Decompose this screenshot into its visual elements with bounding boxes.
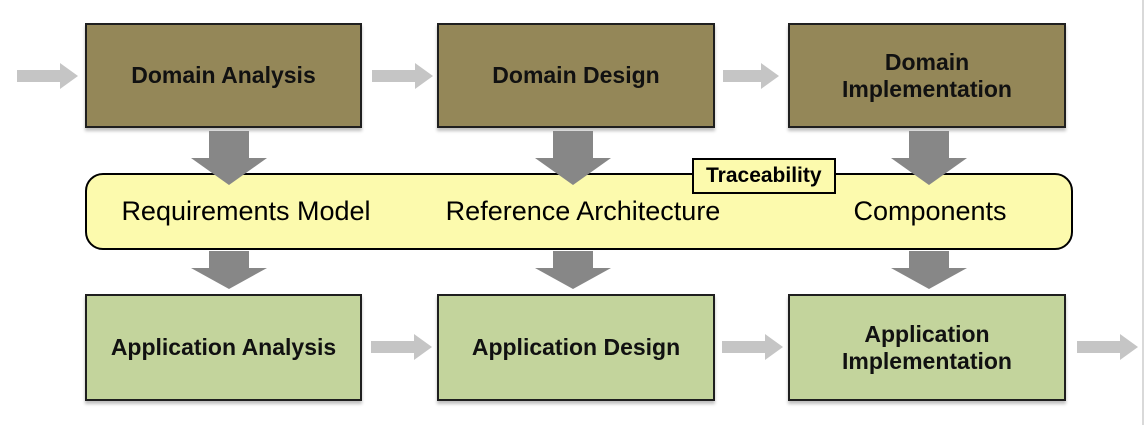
arrow-requirements-to-application-analysis	[191, 251, 267, 289]
box-application-analysis-label: Application Analysis	[110, 334, 337, 361]
arrow-architecture-to-application-design	[535, 251, 611, 289]
box-domain-design-label: Domain Design	[492, 62, 660, 89]
box-application-implementation-label: Application Implementation	[842, 321, 1012, 374]
box-domain-implementation-label: Domain Implementation	[842, 49, 1012, 102]
arrow-application-design-to-implementation	[722, 334, 783, 360]
box-domain-analysis-label: Domain Analysis	[131, 62, 316, 89]
band-item-requirements-model: Requirements Model	[121, 196, 371, 226]
box-application-implementation: Application Implementation	[788, 294, 1066, 401]
box-domain-implementation: Domain Implementation	[788, 23, 1066, 128]
traceability-tag: Traceability	[692, 158, 836, 194]
box-domain-analysis: Domain Analysis	[85, 23, 362, 128]
arrow-components-to-application-implementation	[891, 251, 967, 289]
arrow-domain-analysis-to-design	[372, 63, 433, 89]
band-item-components: Components	[853, 196, 1007, 226]
box-domain-design: Domain Design	[437, 23, 715, 128]
flow-out-arrow	[1077, 334, 1138, 360]
arrow-domain-design-to-implementation	[723, 63, 779, 89]
box-application-analysis: Application Analysis	[85, 294, 362, 401]
box-application-design: Application Design	[437, 294, 715, 401]
arrow-application-analysis-to-design	[371, 334, 432, 360]
page-edge-line	[1142, 0, 1144, 425]
band-item-reference-architecture: Reference Architecture	[445, 196, 721, 226]
box-application-design-label: Application Design	[471, 334, 681, 361]
flow-in-arrow	[17, 63, 78, 89]
